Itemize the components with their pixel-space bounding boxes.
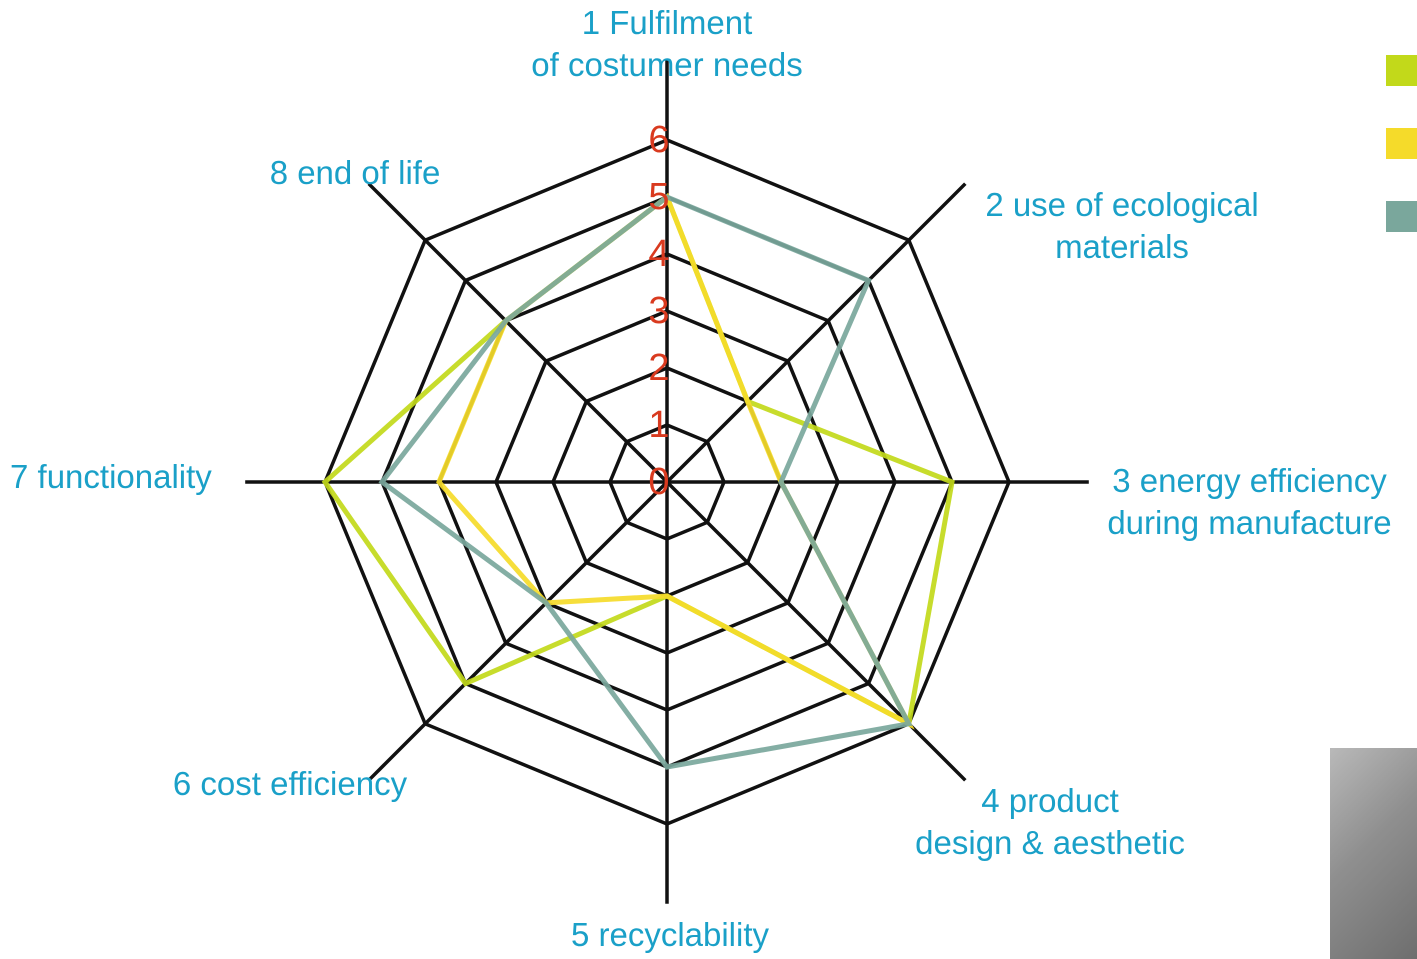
- axis-label-2-line-2: materials: [1055, 228, 1189, 265]
- radial-tick-label-3: 3: [648, 290, 669, 332]
- axis-label-3-line-2: during manufacture: [1107, 504, 1392, 541]
- axis-label-2: 2 use of ecological materials: [952, 184, 1292, 268]
- radial-tick-label-4: 4: [648, 233, 669, 275]
- axis-label-7: 7 functionality: [10, 456, 260, 498]
- grid-spoke-8: [367, 182, 669, 484]
- axis-label-4: 4 product design & aesthetic: [885, 780, 1215, 864]
- legend-swatch-1: [1386, 55, 1417, 86]
- legend-swatch-3: [1386, 201, 1417, 232]
- radial-tick-label-0: 0: [648, 461, 669, 503]
- legend-swatch-2: [1386, 128, 1417, 159]
- radial-tick-label-6: 6: [648, 119, 669, 161]
- axis-label-4-line-2: design & aesthetic: [915, 824, 1185, 861]
- axis-label-5-line-1: 5 recyclability: [570, 916, 770, 953]
- radar-tick-labels: 0 1 2 3 4 5 6: [648, 119, 669, 503]
- axis-label-2-line-1: 2 use of ecological: [985, 186, 1259, 223]
- axis-label-6-line-1: 6 cost efficiency: [172, 765, 408, 802]
- axis-label-6: 6 cost efficiency: [140, 763, 440, 805]
- radial-tick-label-5: 5: [648, 176, 669, 218]
- legend: [1386, 55, 1417, 232]
- radar-series: [321, 192, 955, 770]
- grid-spoke-2: [665, 182, 967, 484]
- axis-label-8: 8 end of life: [230, 152, 480, 194]
- series-2-line: [436, 192, 915, 730]
- grid-spoke-6: [367, 480, 669, 782]
- grid-spoke-4: [665, 480, 967, 782]
- axis-label-4-line-1: 4 product: [981, 782, 1119, 819]
- axis-label-8-line-1: 8 end of life: [269, 154, 441, 191]
- axis-label-1-line-1: 1 Fulfilment: [581, 4, 753, 41]
- series-3-line: [378, 194, 913, 770]
- axis-label-1: 1 Fulfilment of costumer needs: [502, 2, 832, 86]
- product-photo-thumbnail: [1330, 748, 1417, 959]
- axis-label-3-line-1: 3 energy efficiency: [1112, 462, 1387, 499]
- axis-label-1-line-2: of costumer needs: [531, 46, 803, 83]
- axis-label-5: 5 recyclability: [520, 914, 820, 956]
- axis-label-7-line-1: 7 functionality: [10, 458, 212, 495]
- axis-label-3: 3 energy efficiency during manufacture: [1082, 460, 1417, 544]
- radial-tick-label-1: 1: [648, 404, 669, 446]
- radial-tick-label-2: 2: [648, 347, 669, 389]
